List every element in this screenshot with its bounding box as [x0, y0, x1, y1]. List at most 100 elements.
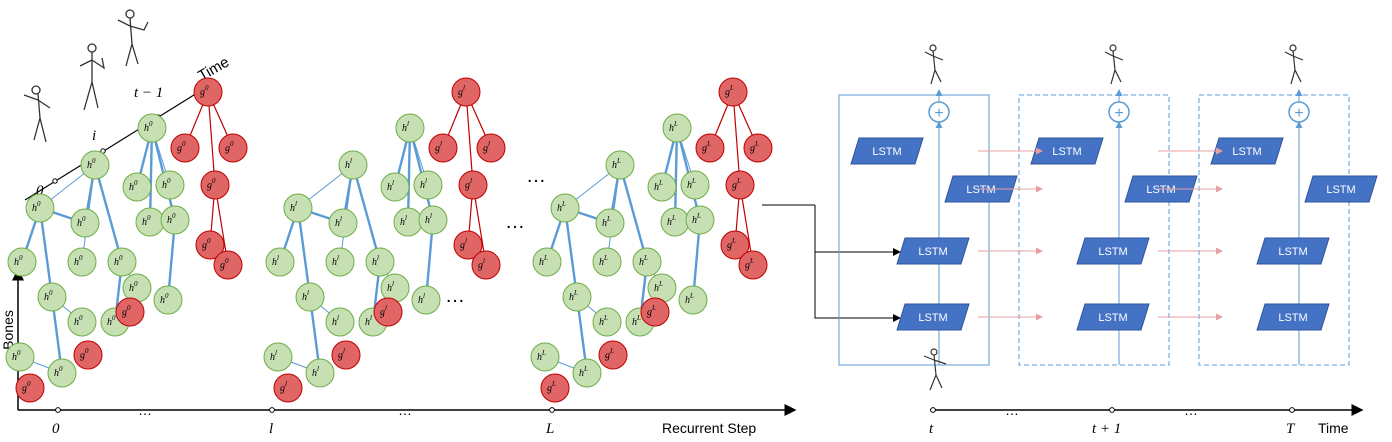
node-label: hl: [402, 120, 409, 134]
red-node: [200, 170, 230, 200]
lstm-cell: LSTM: [896, 237, 970, 265]
node-label: h0: [12, 349, 21, 363]
node-label: gl: [280, 380, 287, 394]
tree-edge: [93, 164, 124, 263]
green-node: [263, 342, 293, 372]
node-label: hl: [335, 215, 342, 229]
node-label: hl: [425, 212, 432, 226]
node-label: h0: [144, 120, 153, 134]
node-label: gL: [732, 177, 741, 191]
node-label: hl: [387, 280, 394, 294]
node-label: gL: [725, 84, 734, 98]
red-node: [458, 170, 488, 200]
node-label: hl: [332, 314, 339, 328]
green-node: [122, 172, 152, 202]
tree-edge: [406, 127, 412, 223]
lstm-unrolled-network: +LSTMLSTMLSTMLSTM+LSTMLSTMLSTMLSTM+LSTML…: [838, 44, 1378, 391]
red-node: [695, 133, 725, 163]
node-label: hl: [272, 254, 279, 268]
lstm-cell: LSTM: [1076, 303, 1150, 331]
green-node: [393, 207, 423, 237]
node-label: hl: [365, 314, 372, 328]
red-node: [738, 250, 768, 280]
red-node: [213, 250, 243, 280]
skeleton-frame-i-icon: [79, 43, 105, 111]
node-label: g0: [220, 257, 229, 271]
node-label: hl: [400, 214, 407, 228]
green-node: [295, 282, 325, 312]
node-label: h0: [160, 292, 169, 306]
lstm-cell: LSTM: [1256, 303, 1330, 331]
node-label: hL: [569, 289, 578, 303]
node-label: h0: [14, 254, 23, 268]
lstm-label: LSTM: [1146, 184, 1175, 196]
skeleton-frame-t-1-icon: [117, 9, 149, 67]
mid-ellipsis-2: …: [505, 211, 525, 233]
green-node: [137, 113, 167, 143]
green-node: [647, 172, 677, 202]
right-tick-t: t: [929, 421, 934, 437]
step-tick-l: l: [269, 421, 273, 437]
right-tick-t1: t + 1: [1092, 421, 1121, 437]
tree-copy-1: hlhlhlhlhlhlhlhlhlhlhlhlhlhlhlhlhlhlglgl…: [263, 77, 506, 403]
node-label: hL: [639, 254, 648, 268]
lstm-cell: LSTM: [1256, 237, 1330, 265]
node-label: h0: [129, 280, 138, 294]
node-label: gL: [745, 257, 754, 271]
node-label: gL: [702, 140, 711, 154]
lstm-label: LSTM: [918, 246, 947, 258]
green-node: [660, 207, 690, 237]
node-label: h0: [167, 212, 176, 226]
green-node: [155, 170, 185, 200]
green-node: [662, 113, 692, 143]
red-node: [718, 77, 748, 107]
node-label: h0: [44, 289, 53, 303]
red-node: [453, 230, 483, 260]
node-label: hL: [692, 212, 701, 226]
node-label: hL: [612, 157, 621, 171]
lstm-label: LSTM: [872, 146, 901, 158]
green-node: [592, 247, 622, 277]
tree-edge-red: [732, 91, 741, 186]
recurrent-axis-label: Recurrent Step: [662, 420, 756, 436]
node-label: gL: [727, 237, 736, 251]
node-label: g0: [202, 237, 211, 251]
node-label: hL: [667, 214, 676, 228]
green-node: [605, 150, 635, 180]
node-label: h0: [107, 314, 116, 328]
node-label: g0: [200, 84, 209, 98]
lstm-cell: LSTM: [1304, 175, 1378, 203]
node-label: hL: [654, 280, 663, 294]
red-node: [428, 133, 458, 163]
node-label: gL: [547, 380, 556, 394]
node-label: hl: [302, 289, 309, 303]
lstm-label: LSTM: [1098, 246, 1127, 258]
green-node: [365, 247, 395, 277]
lstm-label: LSTM: [1232, 146, 1261, 158]
node-label: gl: [380, 304, 387, 318]
green-node: [411, 285, 441, 315]
node-label: h0: [114, 254, 123, 268]
tree-edge-red: [207, 91, 216, 186]
node-label: hl: [290, 200, 297, 214]
node-label: hl: [387, 179, 394, 193]
green-node: [532, 247, 562, 277]
node-label: gl: [465, 177, 472, 191]
node-label: hL: [654, 179, 663, 193]
lstm-cell: LSTM: [1210, 137, 1284, 165]
node-label: gL: [750, 140, 759, 154]
green-node: [413, 170, 443, 200]
green-node: [678, 285, 708, 315]
output-skeleton-icon: [924, 44, 944, 85]
red-node: [115, 297, 145, 327]
axis-ellipsis-1: …: [138, 402, 152, 418]
right-time-label: Time: [1318, 420, 1349, 436]
node-label: g0: [177, 140, 186, 154]
tree-edge: [673, 127, 679, 223]
right-tick-T: T: [1286, 421, 1296, 437]
node-label: hL: [632, 314, 641, 328]
red-node: [725, 170, 755, 200]
time-tick-i: i: [92, 128, 96, 144]
green-node: [47, 358, 77, 388]
lstm-cell: LSTM: [850, 137, 924, 165]
